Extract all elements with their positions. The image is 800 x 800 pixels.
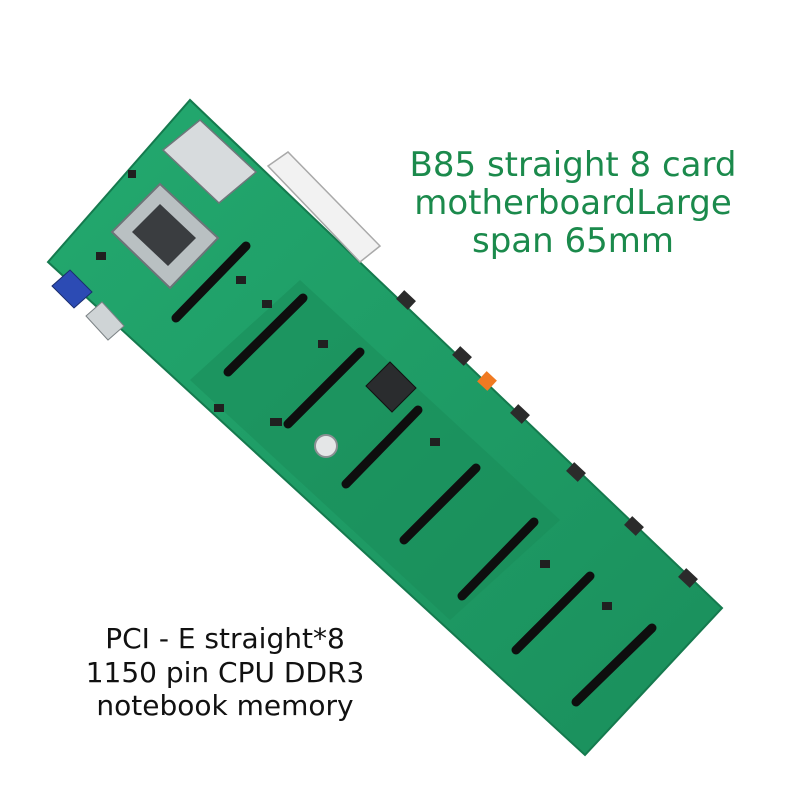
- pcie-slots: [171, 241, 657, 707]
- usb-port: [85, 301, 125, 341]
- caption-bottom-line-2: 1150 pin CPU DDR3: [85, 655, 365, 689]
- pcie-slot-1: [171, 241, 251, 323]
- caption-bottom: PCI - E straight*8 1150 pin CPU DDR3 not…: [42, 622, 408, 723]
- chipset-heatsink: [365, 361, 417, 413]
- caption-top-line-1: B85 straight 8 card: [409, 145, 737, 185]
- pcie-slot-6: [457, 517, 539, 601]
- caption-bottom-line-1: PCI - E straight*8: [105, 622, 345, 655]
- caption-bottom-line-3: notebook memory: [96, 689, 354, 723]
- memory-slot: [161, 119, 258, 205]
- pcie-slot-5: [399, 463, 481, 545]
- vga-port: [51, 269, 93, 309]
- cpu-socket: [110, 182, 220, 290]
- pcb-components: [96, 170, 612, 610]
- pcie-slot-7: [511, 571, 595, 655]
- pcie-power-connectors: [396, 290, 698, 588]
- atx-power-connector: [266, 151, 382, 264]
- pcie-slot-4: [341, 405, 423, 489]
- orange-jumper: [477, 371, 497, 391]
- caption-top: B85 straight 8 card motherboardLarge spa…: [392, 146, 754, 260]
- pcie-slot-3: [283, 347, 365, 429]
- pcie-slot-8: [571, 623, 657, 707]
- pcie-slot-2: [223, 293, 308, 377]
- caption-top-line-3: span 65mm: [472, 221, 674, 262]
- cmos-battery: [314, 434, 338, 458]
- caption-top-line-2: motherboardLarge: [414, 183, 732, 224]
